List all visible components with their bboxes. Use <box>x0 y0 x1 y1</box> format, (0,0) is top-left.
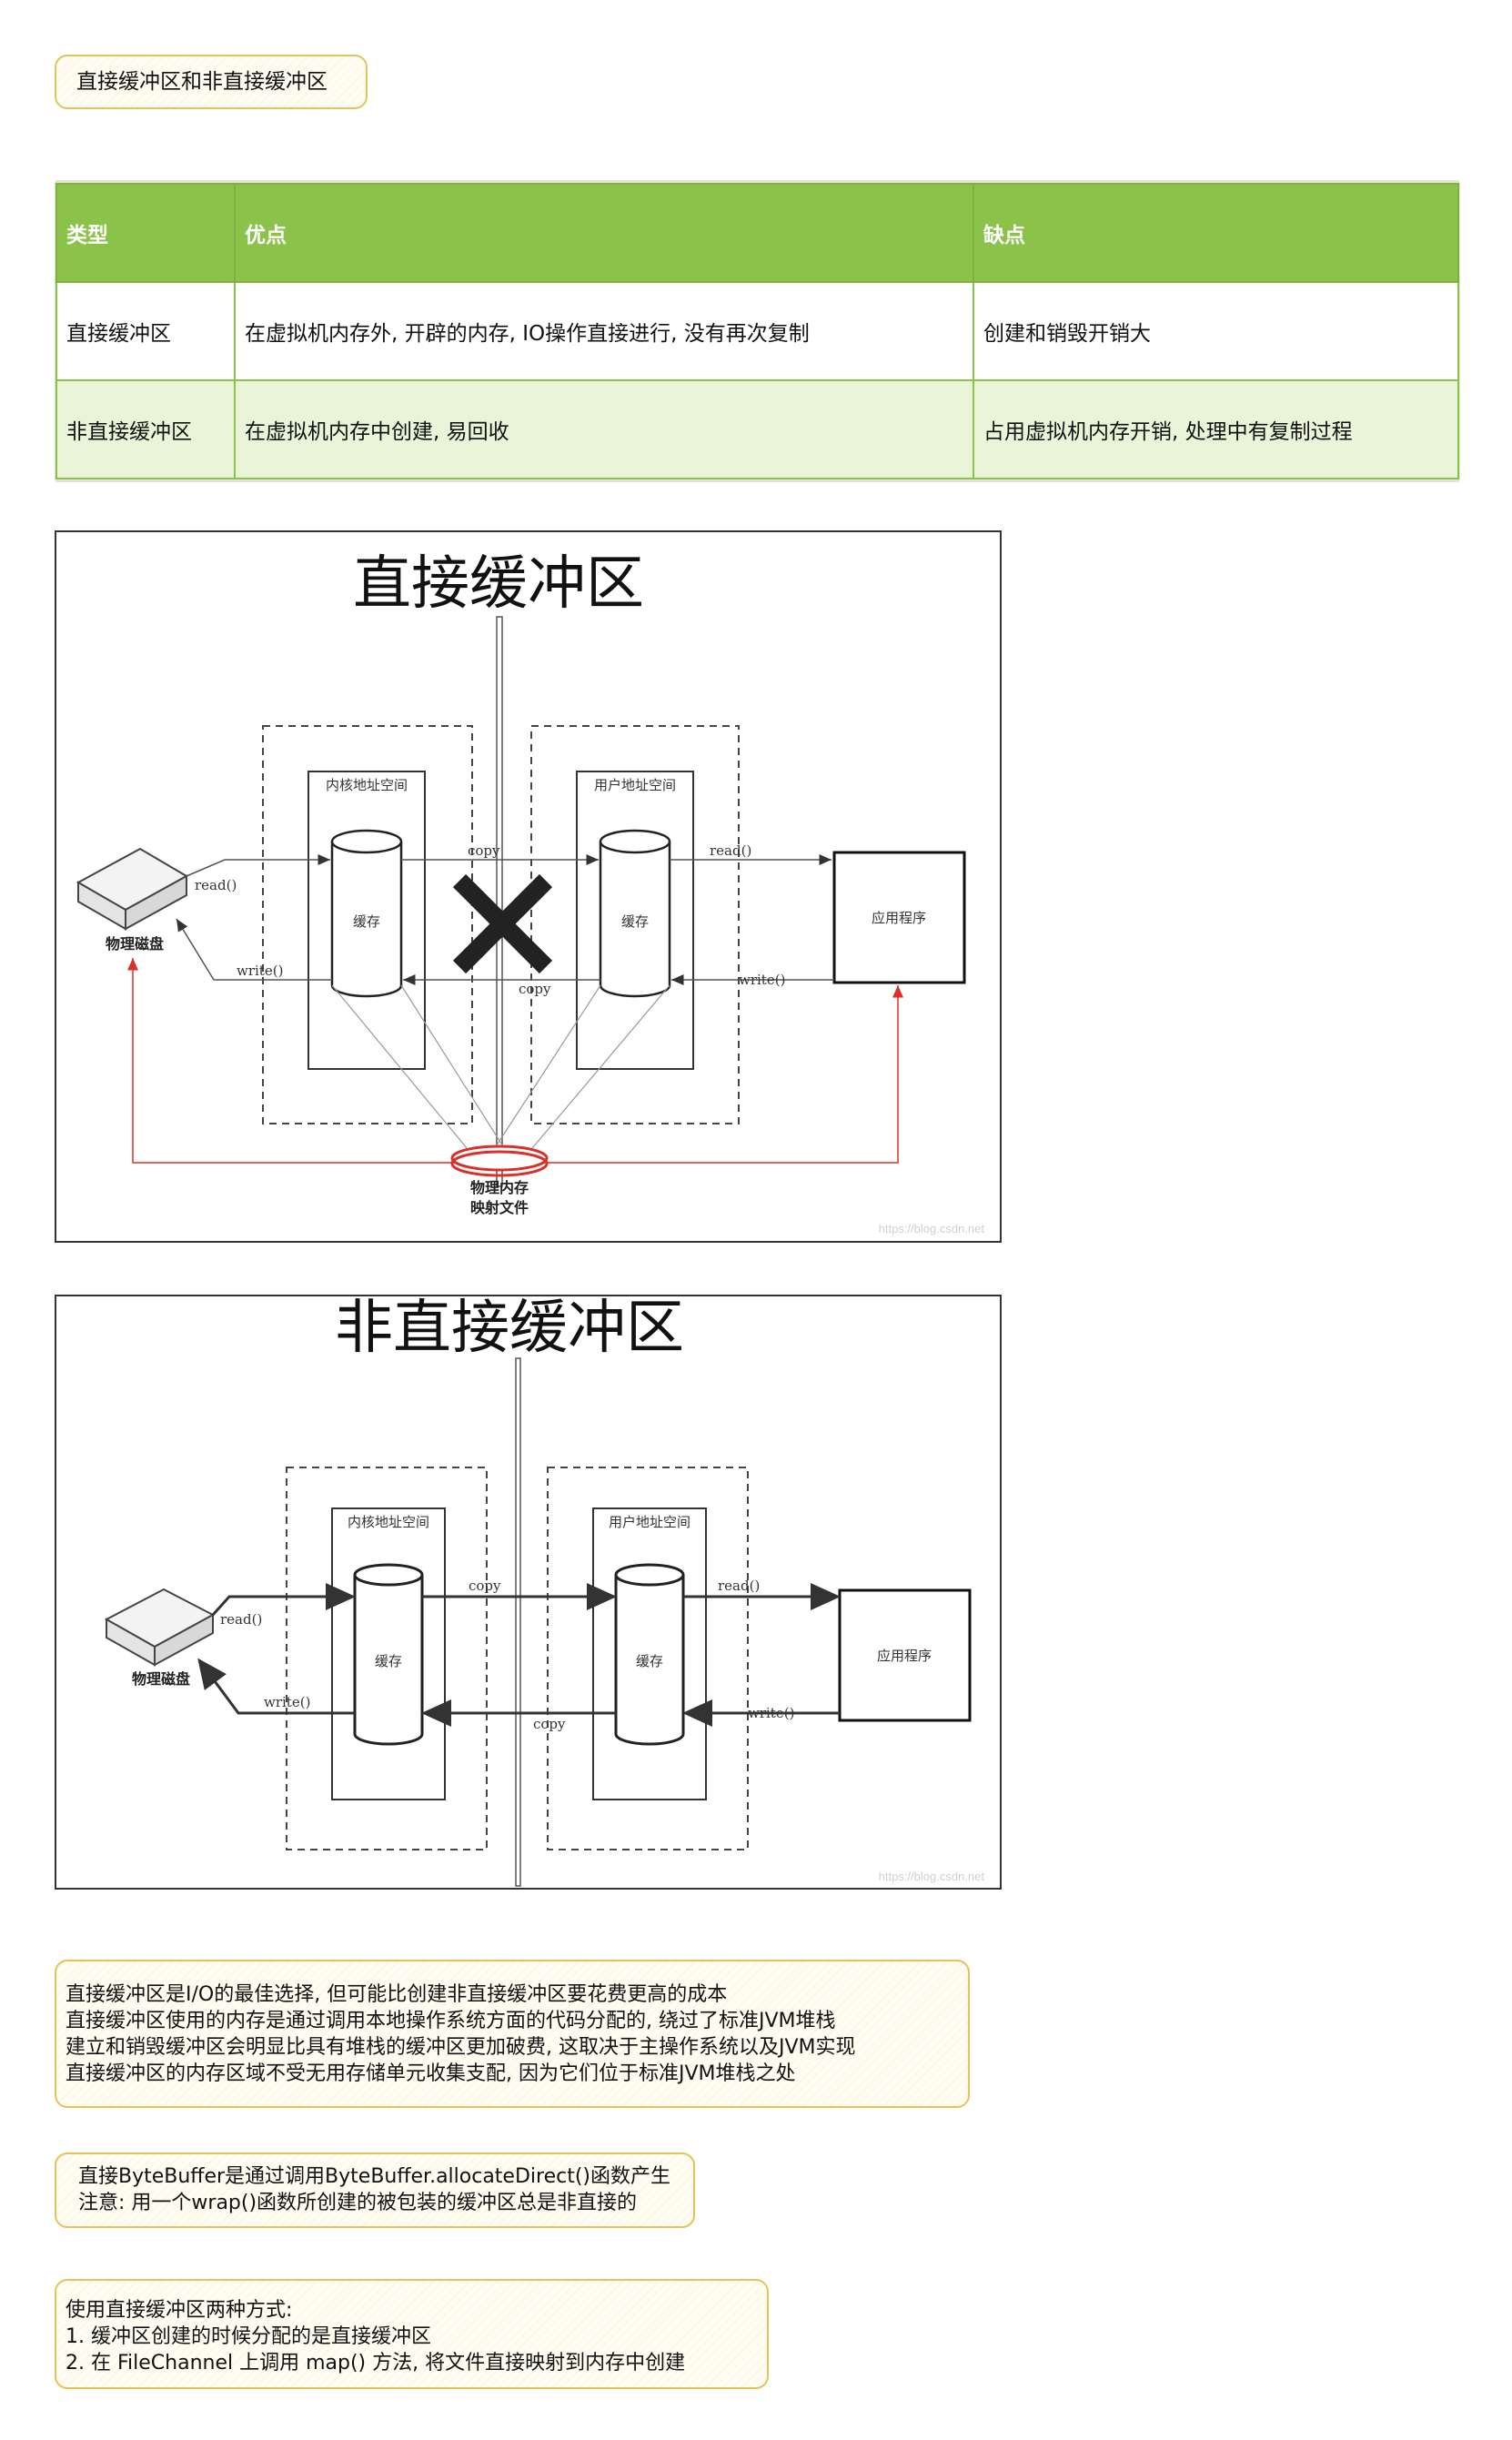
cell-pros: 在虚拟机内存外, 开辟的内存, IO操作直接进行, 没有再次复制 <box>234 281 974 381</box>
allocate-direct-note: 直接ByteBuffer是通过调用ByteBuffer.allocateDire… <box>55 2153 695 2228</box>
header-type: 类型 <box>55 183 236 283</box>
note-line: 2. 在 FileChannel 上调用 map() 方法, 将文件直接映射到内… <box>66 2352 686 2374</box>
kernel-cache-cylinder <box>330 829 403 998</box>
note-line: 建立和销毁缓冲区会明显比具有堆栈的缓冲区更加破费, 这取决于主操作系统以及JVM… <box>66 2036 856 2059</box>
app-box <box>838 1588 972 1722</box>
indirect-buffer-diagram: 非直接缓冲区 内核地址空间 用户地址空间 缓存 缓存 物理磁盘 应用程序 rea… <box>55 1295 1002 1890</box>
read-label-right: read() <box>718 1578 760 1594</box>
mapping-lines <box>331 984 670 1154</box>
disk-label: 物理磁盘 <box>132 1670 190 1688</box>
app-box <box>832 851 966 984</box>
copy-label-top: copy <box>469 1578 501 1594</box>
kernel-cache-cylinder <box>353 1563 424 1746</box>
header-cons: 缺点 <box>973 183 1459 283</box>
header-pros: 优点 <box>234 183 974 283</box>
disk-icon <box>104 1588 216 1667</box>
copy-label-bottom: copy <box>533 1716 566 1732</box>
note-line: 直接缓冲区的内存区域不受无用存储单元收集支配, 因为它们位于标准JVM堆栈之处 <box>66 2062 796 2085</box>
title-note: 直接缓冲区和非直接缓冲区 <box>55 55 368 109</box>
write-label-right: write() <box>739 972 785 988</box>
user-space-label: 用户地址空间 <box>609 1514 690 1530</box>
user-space-label: 用户地址空间 <box>594 777 676 793</box>
cell-type: 非直接缓冲区 <box>55 379 236 479</box>
write-label-left: write() <box>237 963 283 979</box>
cell-cons: 占用虚拟机内存开销, 处理中有复制过程 <box>973 379 1459 479</box>
note-line: 注意: 用一个wrap()函数所创建的被包装的缓冲区总是非直接的 <box>78 2192 638 2214</box>
direct-buffer-note: 直接缓冲区是I/O的最佳选择, 但可能比创建非直接缓冲区要花费更高的成本 直接缓… <box>55 1960 970 2108</box>
cell-pros: 在虚拟机内存中创建, 易回收 <box>234 379 974 479</box>
kernel-space-label: 内核地址空间 <box>348 1514 429 1530</box>
center-divider <box>496 616 503 1187</box>
note-line: 直接缓冲区使用的内存是通过调用本地操作系统方面的代码分配的, 绕过了标准JVM堆… <box>66 2010 836 2032</box>
mapped-file-label-2: 映射文件 <box>470 1199 529 1216</box>
user-space-region <box>530 725 740 1124</box>
note-line: 使用直接缓冲区两种方式: <box>66 2299 293 2322</box>
disk-icon <box>76 847 189 931</box>
note-line: 直接ByteBuffer是通过调用ByteBuffer.allocateDire… <box>78 2165 671 2188</box>
mapped-memory-ring-icon <box>450 1144 549 1177</box>
table-header-row: 类型 优点 缺点 <box>55 183 1459 283</box>
write-label-right: write() <box>748 1705 794 1721</box>
direct-buffer-svg: 直接缓冲区 内核地址空间 用户地址空间 缓存 缓存 <box>76 550 985 1235</box>
kernel-space-label: 内核地址空间 <box>326 777 408 793</box>
kernel-cache-label: 缓存 <box>375 1653 402 1669</box>
mapped-file-label-1: 物理内存 <box>470 1179 529 1196</box>
kernel-space-region <box>262 725 473 1124</box>
title-text: 直接缓冲区和非直接缓冲区 <box>76 70 328 94</box>
usage-methods-note: 使用直接缓冲区两种方式: 1. 缓冲区创建的时候分配的是直接缓冲区 2. 在 F… <box>55 2279 769 2389</box>
diagram-title: 直接缓冲区 <box>353 550 644 618</box>
read-label-left: read() <box>195 877 237 893</box>
blocked-copy-x-icon <box>452 873 553 974</box>
copy-label-top: copy <box>468 842 500 859</box>
comparison-table: 类型 优点 缺点 直接缓冲区 在虚拟机内存外, 开辟的内存, IO操作直接进行,… <box>55 183 1459 479</box>
copy-label-bottom: copy <box>519 981 551 997</box>
user-inner-box <box>576 771 694 1070</box>
indirect-buffer-svg: 非直接缓冲区 内核地址空间 用户地址空间 缓存 缓存 物理磁盘 应用程序 rea… <box>104 1296 985 1887</box>
cell-cons: 创建和销毁开销大 <box>973 281 1459 381</box>
center-divider <box>515 1357 521 1887</box>
read-label-left: read() <box>220 1611 262 1628</box>
note-line: 直接缓冲区是I/O的最佳选择, 但可能比创建非直接缓冲区要花费更高的成本 <box>66 1983 728 2006</box>
write-label-left: write() <box>264 1694 310 1710</box>
kernel-inner-box <box>331 1507 446 1800</box>
note-line: 1. 缓冲区创建的时候分配的是直接缓冲区 <box>66 2325 431 2348</box>
user-inner-box <box>592 1507 707 1800</box>
app-label: 应用程序 <box>872 910 926 926</box>
direct-buffer-diagram: 直接缓冲区 内核地址空间 用户地址空间 缓存 缓存 <box>55 530 1002 1243</box>
kernel-cache-label: 缓存 <box>353 913 380 930</box>
cell-type: 直接缓冲区 <box>55 281 236 381</box>
kernel-space-region <box>286 1467 488 1850</box>
app-label: 应用程序 <box>877 1648 932 1664</box>
table-row: 非直接缓冲区 在虚拟机内存中创建, 易回收 占用虚拟机内存开销, 处理中有复制过… <box>55 379 1459 479</box>
read-label-right: read() <box>710 842 751 859</box>
diagram-title: 非直接缓冲区 <box>335 1296 684 1362</box>
watermark: https://blog.csdn.net <box>879 1870 985 1883</box>
user-cache-label: 缓存 <box>636 1653 663 1669</box>
user-cache-cylinder <box>599 829 671 998</box>
watermark: https://blog.csdn.net <box>879 1222 985 1235</box>
kernel-inner-box <box>307 771 426 1070</box>
user-cache-cylinder <box>614 1563 685 1746</box>
disk-label: 物理磁盘 <box>106 935 164 953</box>
user-space-region <box>547 1467 749 1850</box>
user-cache-label: 缓存 <box>621 913 649 930</box>
table-row: 直接缓冲区 在虚拟机内存外, 开辟的内存, IO操作直接进行, 没有再次复制 创… <box>55 281 1459 381</box>
